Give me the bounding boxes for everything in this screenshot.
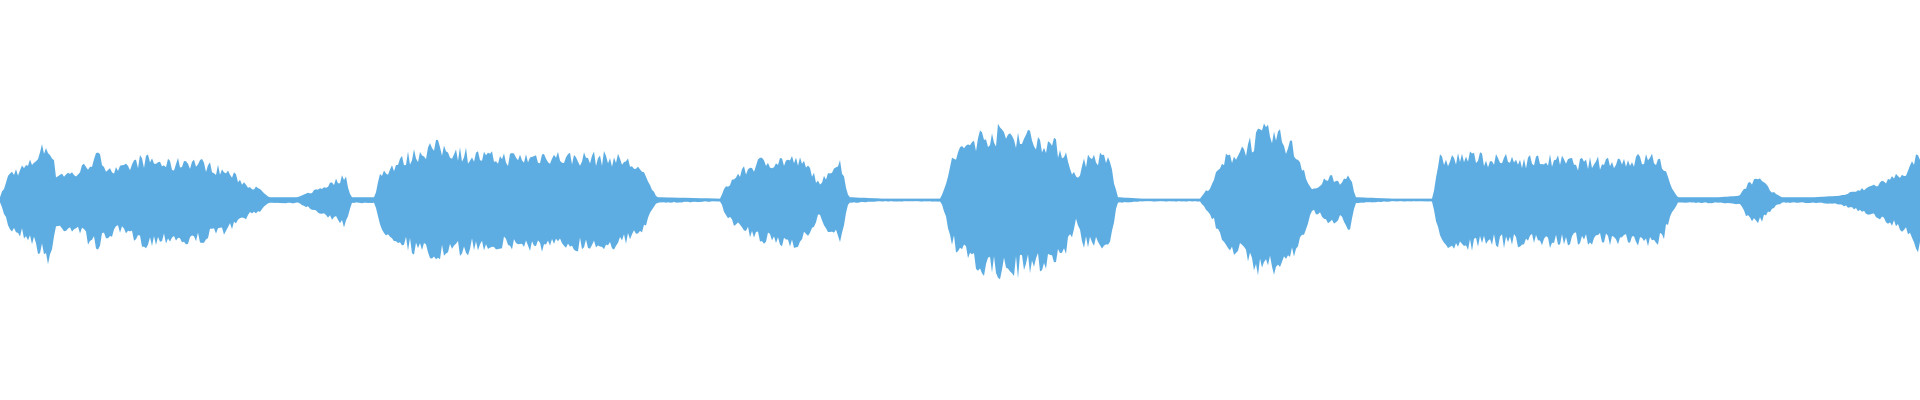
waveform-shape (0, 123, 1920, 280)
